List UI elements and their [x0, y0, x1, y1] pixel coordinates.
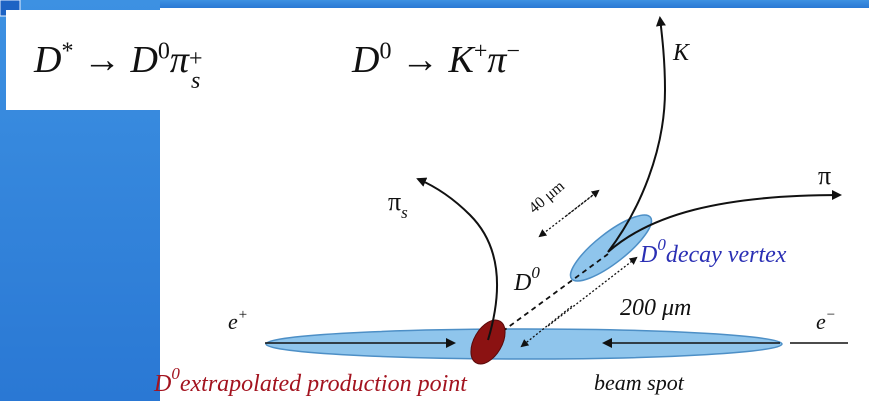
production-point-label: D0extrapolated production point [153, 364, 468, 397]
decay-vertex-text: decay vertex [666, 242, 787, 268]
e-plus-superscript: + [238, 307, 248, 323]
beam-spot-label: beam spot [594, 370, 685, 395]
soft-pion-track [418, 179, 497, 340]
e-minus-symbol: e [816, 309, 826, 334]
d0-track-label: D0 [513, 263, 540, 296]
e-plus-label: e+ [228, 307, 248, 334]
soft-pion-label: πs [388, 187, 408, 222]
e-minus-superscript: − [826, 307, 836, 323]
soft-pion-symbol: π [388, 187, 401, 216]
d0-track-superscript: 0 [531, 263, 540, 282]
e-minus-label: e− [816, 307, 836, 334]
distance-200-label: 200 μm [620, 295, 691, 321]
production-point-symbol: D [153, 371, 171, 397]
distance-40-label: 40 μm [526, 177, 569, 217]
e-plus-symbol: e [228, 309, 238, 334]
decay-vertex-symbol: D [639, 242, 657, 268]
kaon-label: K [672, 40, 691, 66]
d0-track-symbol: D [513, 270, 531, 296]
production-point-text: extrapolated production point [180, 371, 468, 397]
pion-label: π [818, 161, 831, 190]
dim-40-arrow-b [566, 191, 598, 216]
soft-pion-subscript: s [401, 203, 408, 222]
decay-vertex-label: D0decay vertex [639, 235, 787, 268]
